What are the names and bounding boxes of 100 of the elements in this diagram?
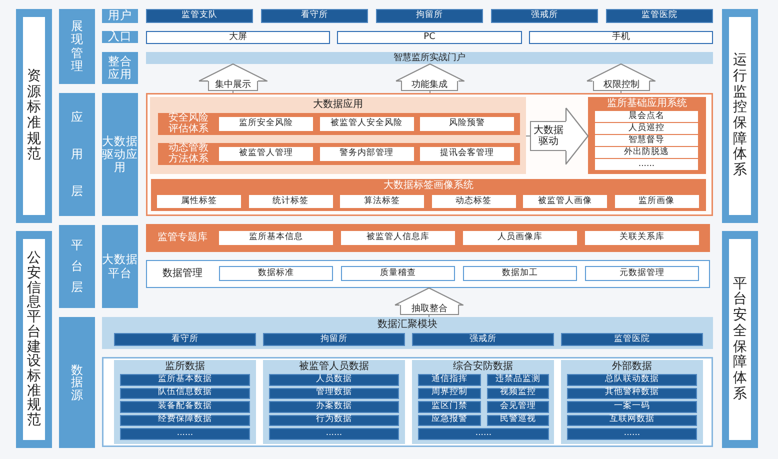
layer-label: 应用层 [59, 93, 95, 216]
item-box: 算法标签 [340, 195, 424, 208]
item-box: 看守所 [114, 333, 256, 346]
item-box: 大屏 [146, 31, 330, 44]
band [146, 260, 710, 288]
item-box: 一案一码 [567, 401, 697, 412]
item-box: 看守所 [261, 9, 368, 23]
item-box: 人员巡控 [595, 123, 698, 134]
item-box: 强戒所 [491, 9, 598, 23]
panel-title: 外部数据 [612, 362, 652, 372]
item-box: 监所基本信息 [219, 231, 333, 245]
panel-title: 大数据标签画像系统 [384, 180, 474, 192]
item-box: 监所画像 [614, 195, 698, 208]
group-frame [102, 357, 713, 447]
item-box: 属性标签 [157, 195, 241, 208]
item-box: 互联网数据 [567, 414, 697, 426]
row-label: 入口 [102, 31, 138, 43]
item-box: 办案数据 [269, 401, 399, 412]
item-box: 监管医院 [606, 9, 713, 23]
item-box: 监区门禁 [418, 401, 481, 412]
item-box: 风险预警 [420, 117, 514, 131]
edge-label: 集中展示 [208, 81, 258, 91]
item-box: 数据标准 [219, 266, 333, 281]
edge-label: 大数据驱动 [530, 121, 566, 151]
panel-title: 数据管理 [162, 268, 202, 280]
band [158, 143, 520, 165]
panel-title: 大数据应用 [313, 100, 363, 110]
item-box: 会见管理 [487, 401, 549, 412]
panel-title: 监所基础应用系统 [607, 98, 687, 109]
item-box: 队伍信息数据 [120, 388, 250, 399]
item-box: 晨会点名 [595, 111, 698, 122]
item-box: ...... [269, 428, 399, 440]
item-box: 监所基本数据 [120, 374, 250, 386]
group-frame [146, 93, 713, 216]
side-banner: 公安信息平台建设标准规范 [16, 231, 52, 448]
panel [114, 360, 256, 444]
panel-title: 安全风险评估体系 [168, 114, 210, 134]
item-box: 被监管人管理 [219, 147, 313, 161]
edge-label: 功能集成 [401, 81, 458, 91]
item-box: 质量稽查 [341, 266, 455, 281]
item-box: 智慧督导 [595, 135, 698, 146]
band [158, 113, 520, 135]
item-box: 总队联动数据 [567, 374, 697, 386]
panel [151, 179, 706, 211]
item-box: 周界控制 [418, 388, 481, 399]
item-box: 数据加工 [463, 266, 577, 281]
item-box: 监管医院 [561, 333, 703, 346]
panel-title: 数据汇聚模块 [378, 320, 438, 330]
panel [588, 97, 706, 174]
portal-bar: 智慧监所实战门户 [146, 52, 713, 64]
item-box: 装备配备数据 [120, 401, 250, 412]
layer-label: 展现管理 [59, 9, 95, 84]
side-banner: 资源标准规范 [16, 9, 52, 223]
item-box: 行为数据 [269, 414, 399, 426]
row-label: 大数据驱动应用 [102, 93, 138, 216]
item-box: 民警巡视 [487, 414, 549, 426]
panel [263, 360, 405, 444]
panel-title: 被监管人员数据 [299, 362, 369, 372]
panel [412, 360, 554, 444]
item-box: 被监管人信息库 [341, 231, 455, 245]
row-label: 大数据平台 [102, 225, 138, 308]
row-label: 整合应用 [102, 52, 138, 84]
item-box: 提讯会客管理 [420, 147, 514, 161]
band [146, 224, 710, 252]
item-box: 管理数据 [269, 388, 399, 399]
item-box: 经费保障数据 [120, 414, 250, 426]
item-box: ...... [595, 159, 698, 170]
item-box: 监管支队 [146, 9, 253, 23]
item-box: 拘留所 [376, 9, 483, 23]
side-banner: 平台安全保障体系 [722, 231, 758, 448]
item-box: 动态标签 [432, 195, 516, 208]
item-box: 视频监控 [487, 388, 549, 399]
edge-label: 权限控制 [593, 81, 650, 91]
item-box: 违禁品监测 [487, 374, 549, 386]
layer-label: 数据源 [59, 317, 95, 448]
item-box: ...... [120, 428, 250, 440]
item-box: 警务内部管理 [320, 147, 414, 161]
item-box: 应急报警 [418, 414, 481, 426]
item-box: 人员画像库 [463, 231, 577, 245]
item-box: 被监管人安全风险 [320, 117, 414, 131]
item-box: 被监管人画像 [523, 195, 607, 208]
item-box: 监所安全风险 [219, 117, 313, 131]
item-box: 其他警种数据 [567, 388, 697, 399]
panel-title: 监所数据 [165, 362, 205, 372]
item-box: PC [337, 31, 522, 44]
item-box: ...... [567, 428, 697, 440]
side-banner: 运行监控保障体系 [722, 9, 758, 223]
panel-title: 综合安防数据 [453, 362, 513, 372]
item-box: 外出防脱逃 [595, 147, 698, 158]
item-box: ...... [418, 428, 549, 440]
row-label: 用户 [102, 9, 138, 23]
item-box: 拘留所 [263, 333, 405, 346]
item-box: 统计标签 [248, 195, 332, 208]
panel [561, 360, 703, 444]
panel-title: 动态管教方法体系 [168, 144, 210, 164]
item-box: 人员数据 [269, 374, 399, 386]
item-box: 元数据管理 [585, 266, 699, 281]
panel [102, 317, 713, 349]
edge-label: 抽取整合 [400, 305, 459, 315]
item-box: 手机 [529, 31, 713, 44]
